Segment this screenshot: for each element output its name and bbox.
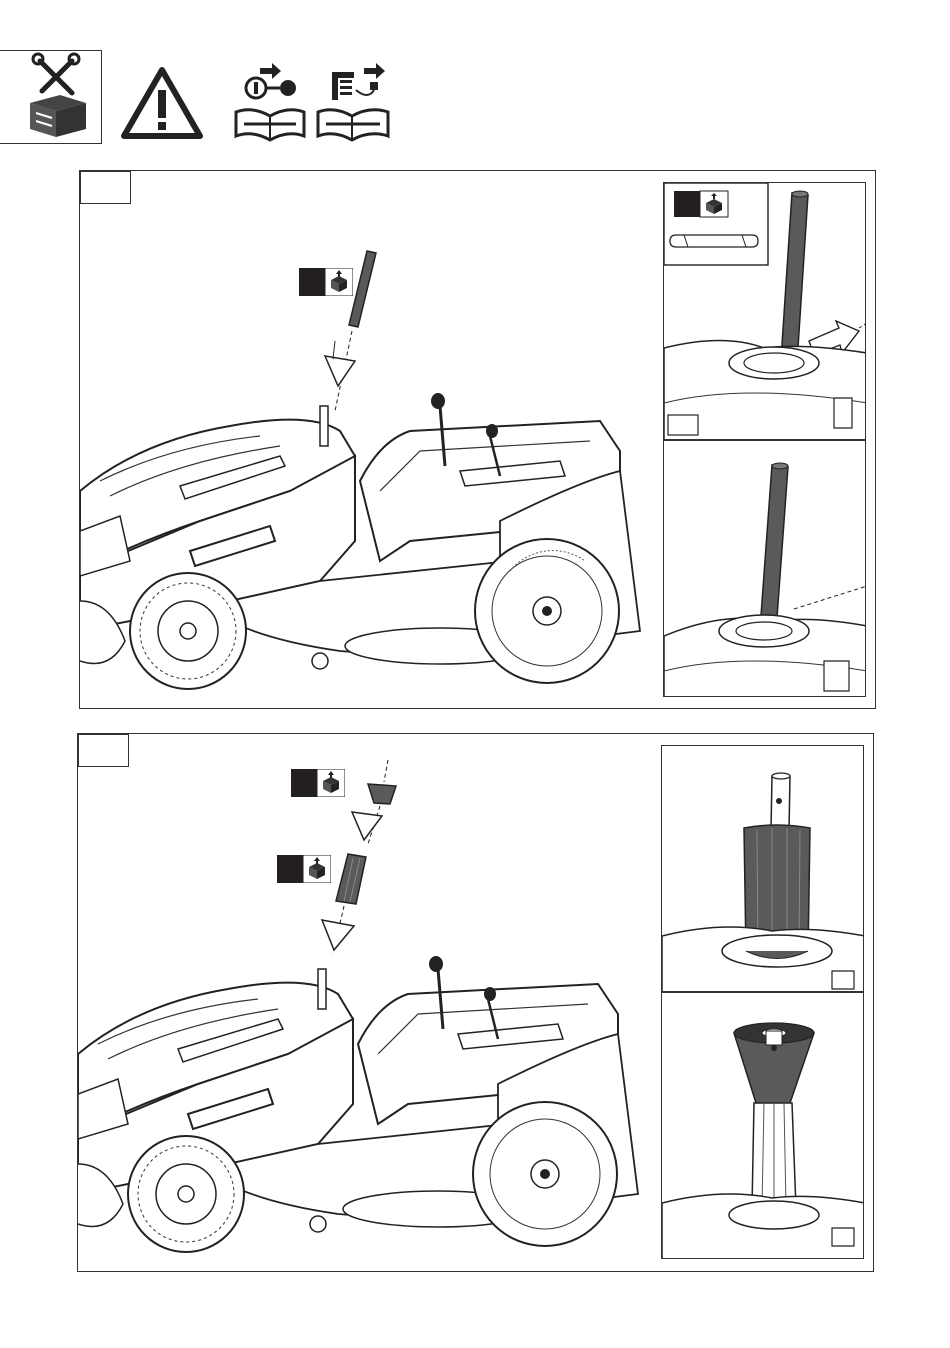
step-1-inset-bottom	[663, 440, 866, 697]
warning-triangle-icon	[120, 66, 204, 140]
step-1-inset-top	[663, 182, 866, 440]
step-2-inset-bottom	[661, 992, 864, 1259]
step-1-panel	[79, 170, 876, 709]
tools-box-icon	[0, 50, 102, 144]
step-1-number-box	[80, 171, 131, 204]
remove-key-manual-icon	[230, 60, 310, 142]
tractor-illustration	[78, 754, 658, 1269]
step-2-panel	[77, 733, 874, 1272]
step-2-inset-top	[661, 745, 864, 992]
disconnect-spark-plug-manual-icon	[312, 60, 394, 142]
tractor-illustration	[80, 241, 660, 706]
step-1-number	[81, 172, 130, 203]
